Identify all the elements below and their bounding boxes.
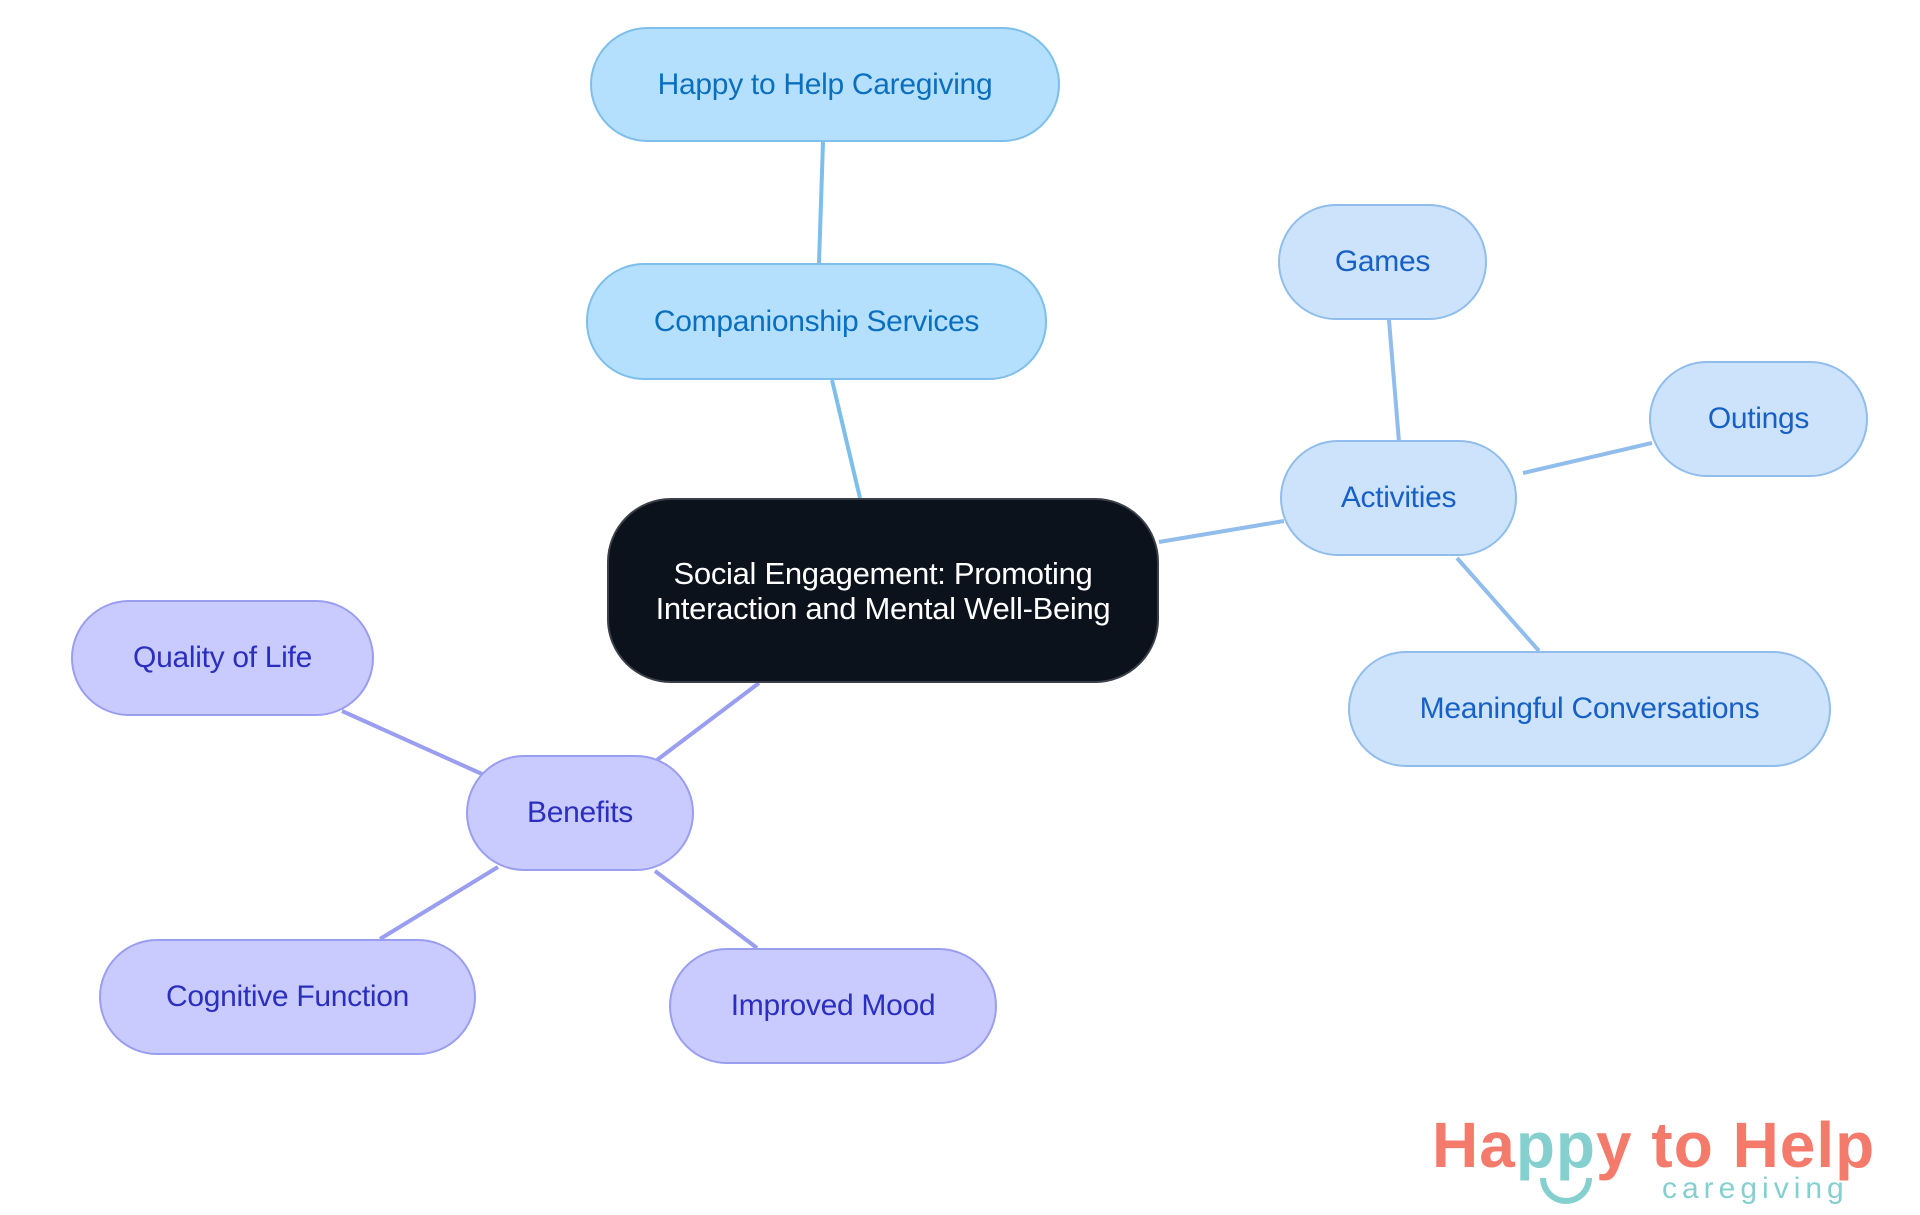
node-label: Cognitive Function <box>165 980 410 1013</box>
node-benefits: Benefits <box>466 755 694 871</box>
logo-subtitle: caregiving <box>1662 1172 1849 1205</box>
node-label: Improved Mood <box>730 989 936 1022</box>
node-companionship-services: Companionship Services <box>586 263 1047 380</box>
node-improved-mood: Improved Mood <box>669 948 997 1064</box>
node-activities: Activities <box>1280 440 1517 556</box>
node-center-social-engagement: Social Engagement: Promoting Interaction… <box>607 498 1159 683</box>
node-label: Meaningful Conversations <box>1419 692 1760 725</box>
node-cognitive-function: Cognitive Function <box>99 939 476 1055</box>
node-outings: Outings <box>1649 361 1868 477</box>
node-label: Quality of Life <box>133 641 312 674</box>
node-label: Happy to Help Caregiving <box>657 67 993 101</box>
node-happy-to-help-caregiving: Happy to Help Caregiving <box>590 27 1060 142</box>
smile-icon <box>1540 1178 1592 1204</box>
happy-to-help-logo: Happy to Help caregiving <box>1432 1108 1902 1208</box>
node-label: Activities <box>1340 481 1457 514</box>
node-games: Games <box>1278 204 1487 320</box>
node-label: Outings <box>1707 402 1810 435</box>
node-label: Games <box>1334 245 1431 278</box>
node-meaningful-conversations: Meaningful Conversations <box>1348 651 1831 767</box>
center-label: Social Engagement: Promoting Interaction… <box>655 555 1111 626</box>
node-quality-of-life: Quality of Life <box>71 600 374 716</box>
logo-wordmark: Happy to Help <box>1432 1109 1876 1181</box>
node-label: Companionship Services <box>653 304 980 338</box>
node-label: Benefits <box>527 796 633 829</box>
